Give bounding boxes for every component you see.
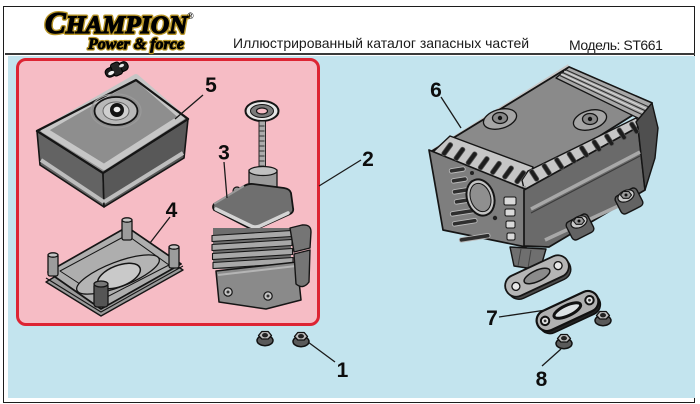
svg-text:CHAMPION: CHAMPION bbox=[45, 5, 189, 40]
svg-text:CHAMPION: CHAMPION bbox=[45, 5, 189, 40]
svg-text:2: 2 bbox=[362, 148, 374, 171]
svg-text:®: ® bbox=[187, 11, 194, 21]
svg-text:6: 6 bbox=[430, 79, 442, 102]
svg-text:Power & force: Power & force bbox=[87, 36, 184, 53]
svg-text:8: 8 bbox=[536, 368, 548, 391]
svg-text:3: 3 bbox=[218, 142, 230, 165]
svg-text:Power & force: Power & force bbox=[87, 36, 184, 53]
svg-text:7: 7 bbox=[486, 307, 498, 330]
svg-text:4: 4 bbox=[166, 199, 178, 222]
svg-text:1: 1 bbox=[337, 359, 349, 382]
svg-text:5: 5 bbox=[205, 74, 217, 97]
